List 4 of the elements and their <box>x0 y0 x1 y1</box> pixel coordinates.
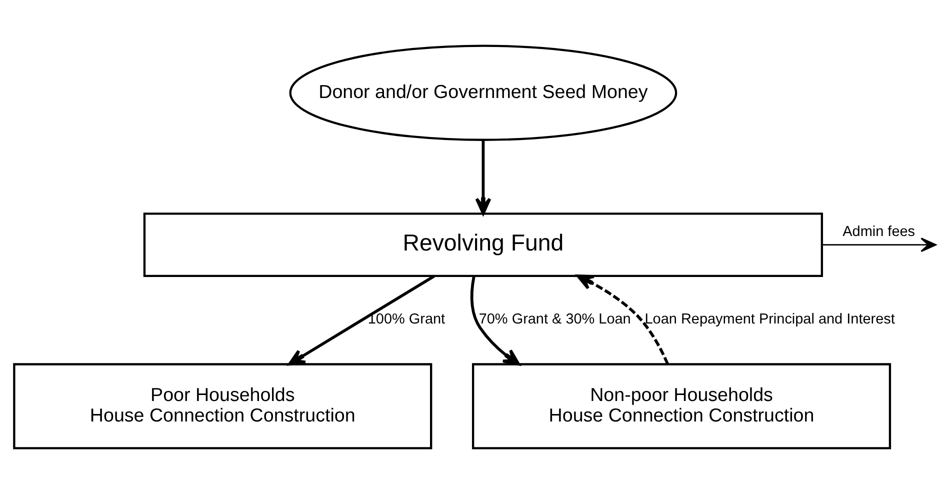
edge-label: Admin fees <box>842 224 916 240</box>
edge-label: 100% Grant <box>368 311 446 328</box>
edge-label: 70% Grant & 30% Loan <box>478 311 631 328</box>
edge-label: Loan Repayment Principal and Interest <box>644 311 895 328</box>
